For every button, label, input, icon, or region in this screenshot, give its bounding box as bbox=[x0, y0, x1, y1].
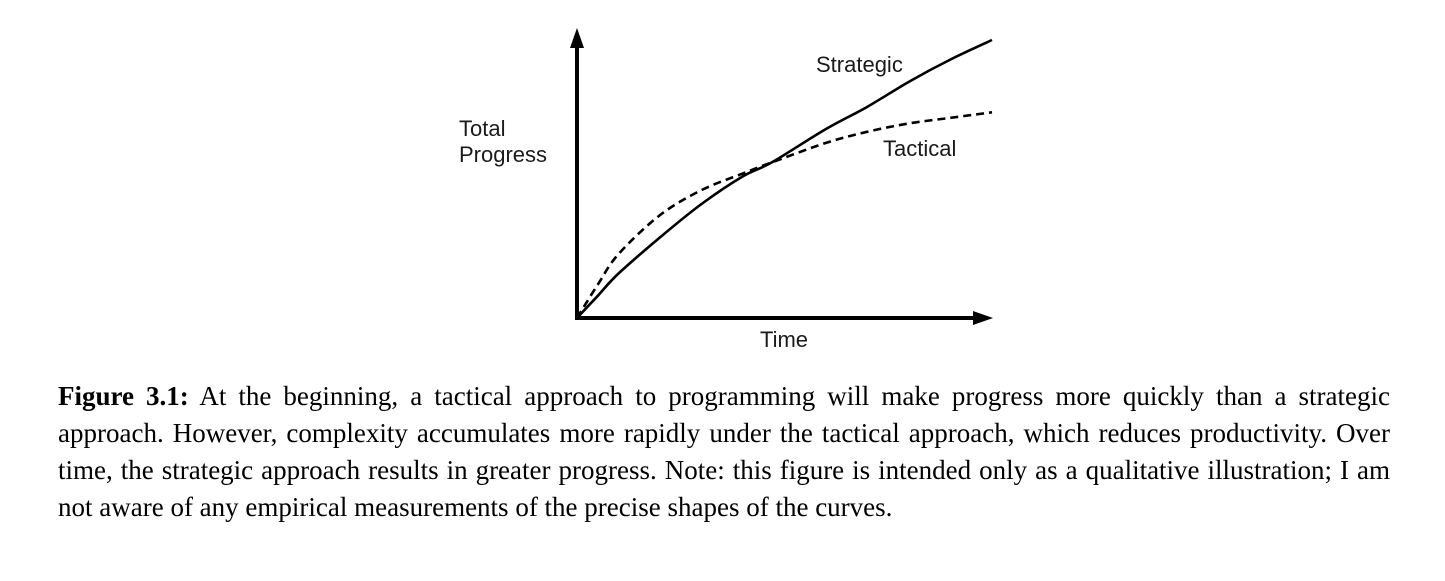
series-label-tactical: Tactical bbox=[883, 136, 956, 161]
chart-plot-area bbox=[575, 38, 993, 319]
progress-chart: Total Progress Time Strategic Tactical bbox=[459, 28, 993, 352]
x-axis-arrowhead bbox=[973, 311, 993, 325]
caption-text: At the beginning, a tactical approach to… bbox=[58, 381, 1390, 522]
series-label-strategic: Strategic bbox=[816, 52, 903, 77]
series-line-tactical bbox=[575, 111, 993, 319]
series-line-strategic bbox=[576, 38, 993, 319]
figure-caption: Figure 3.1: At the beginning, a tactical… bbox=[58, 378, 1390, 526]
caption-label: Figure 3.1: bbox=[58, 381, 189, 411]
x-axis-label: Time bbox=[760, 327, 808, 352]
y-axis-arrowhead bbox=[570, 28, 584, 48]
figure: Total Progress Time Strategic Tactical bbox=[459, 28, 993, 352]
chart-axes bbox=[570, 28, 993, 325]
y-axis-label-line-1: Total bbox=[459, 116, 505, 141]
y-axis-label-line-2: Progress bbox=[459, 142, 547, 167]
